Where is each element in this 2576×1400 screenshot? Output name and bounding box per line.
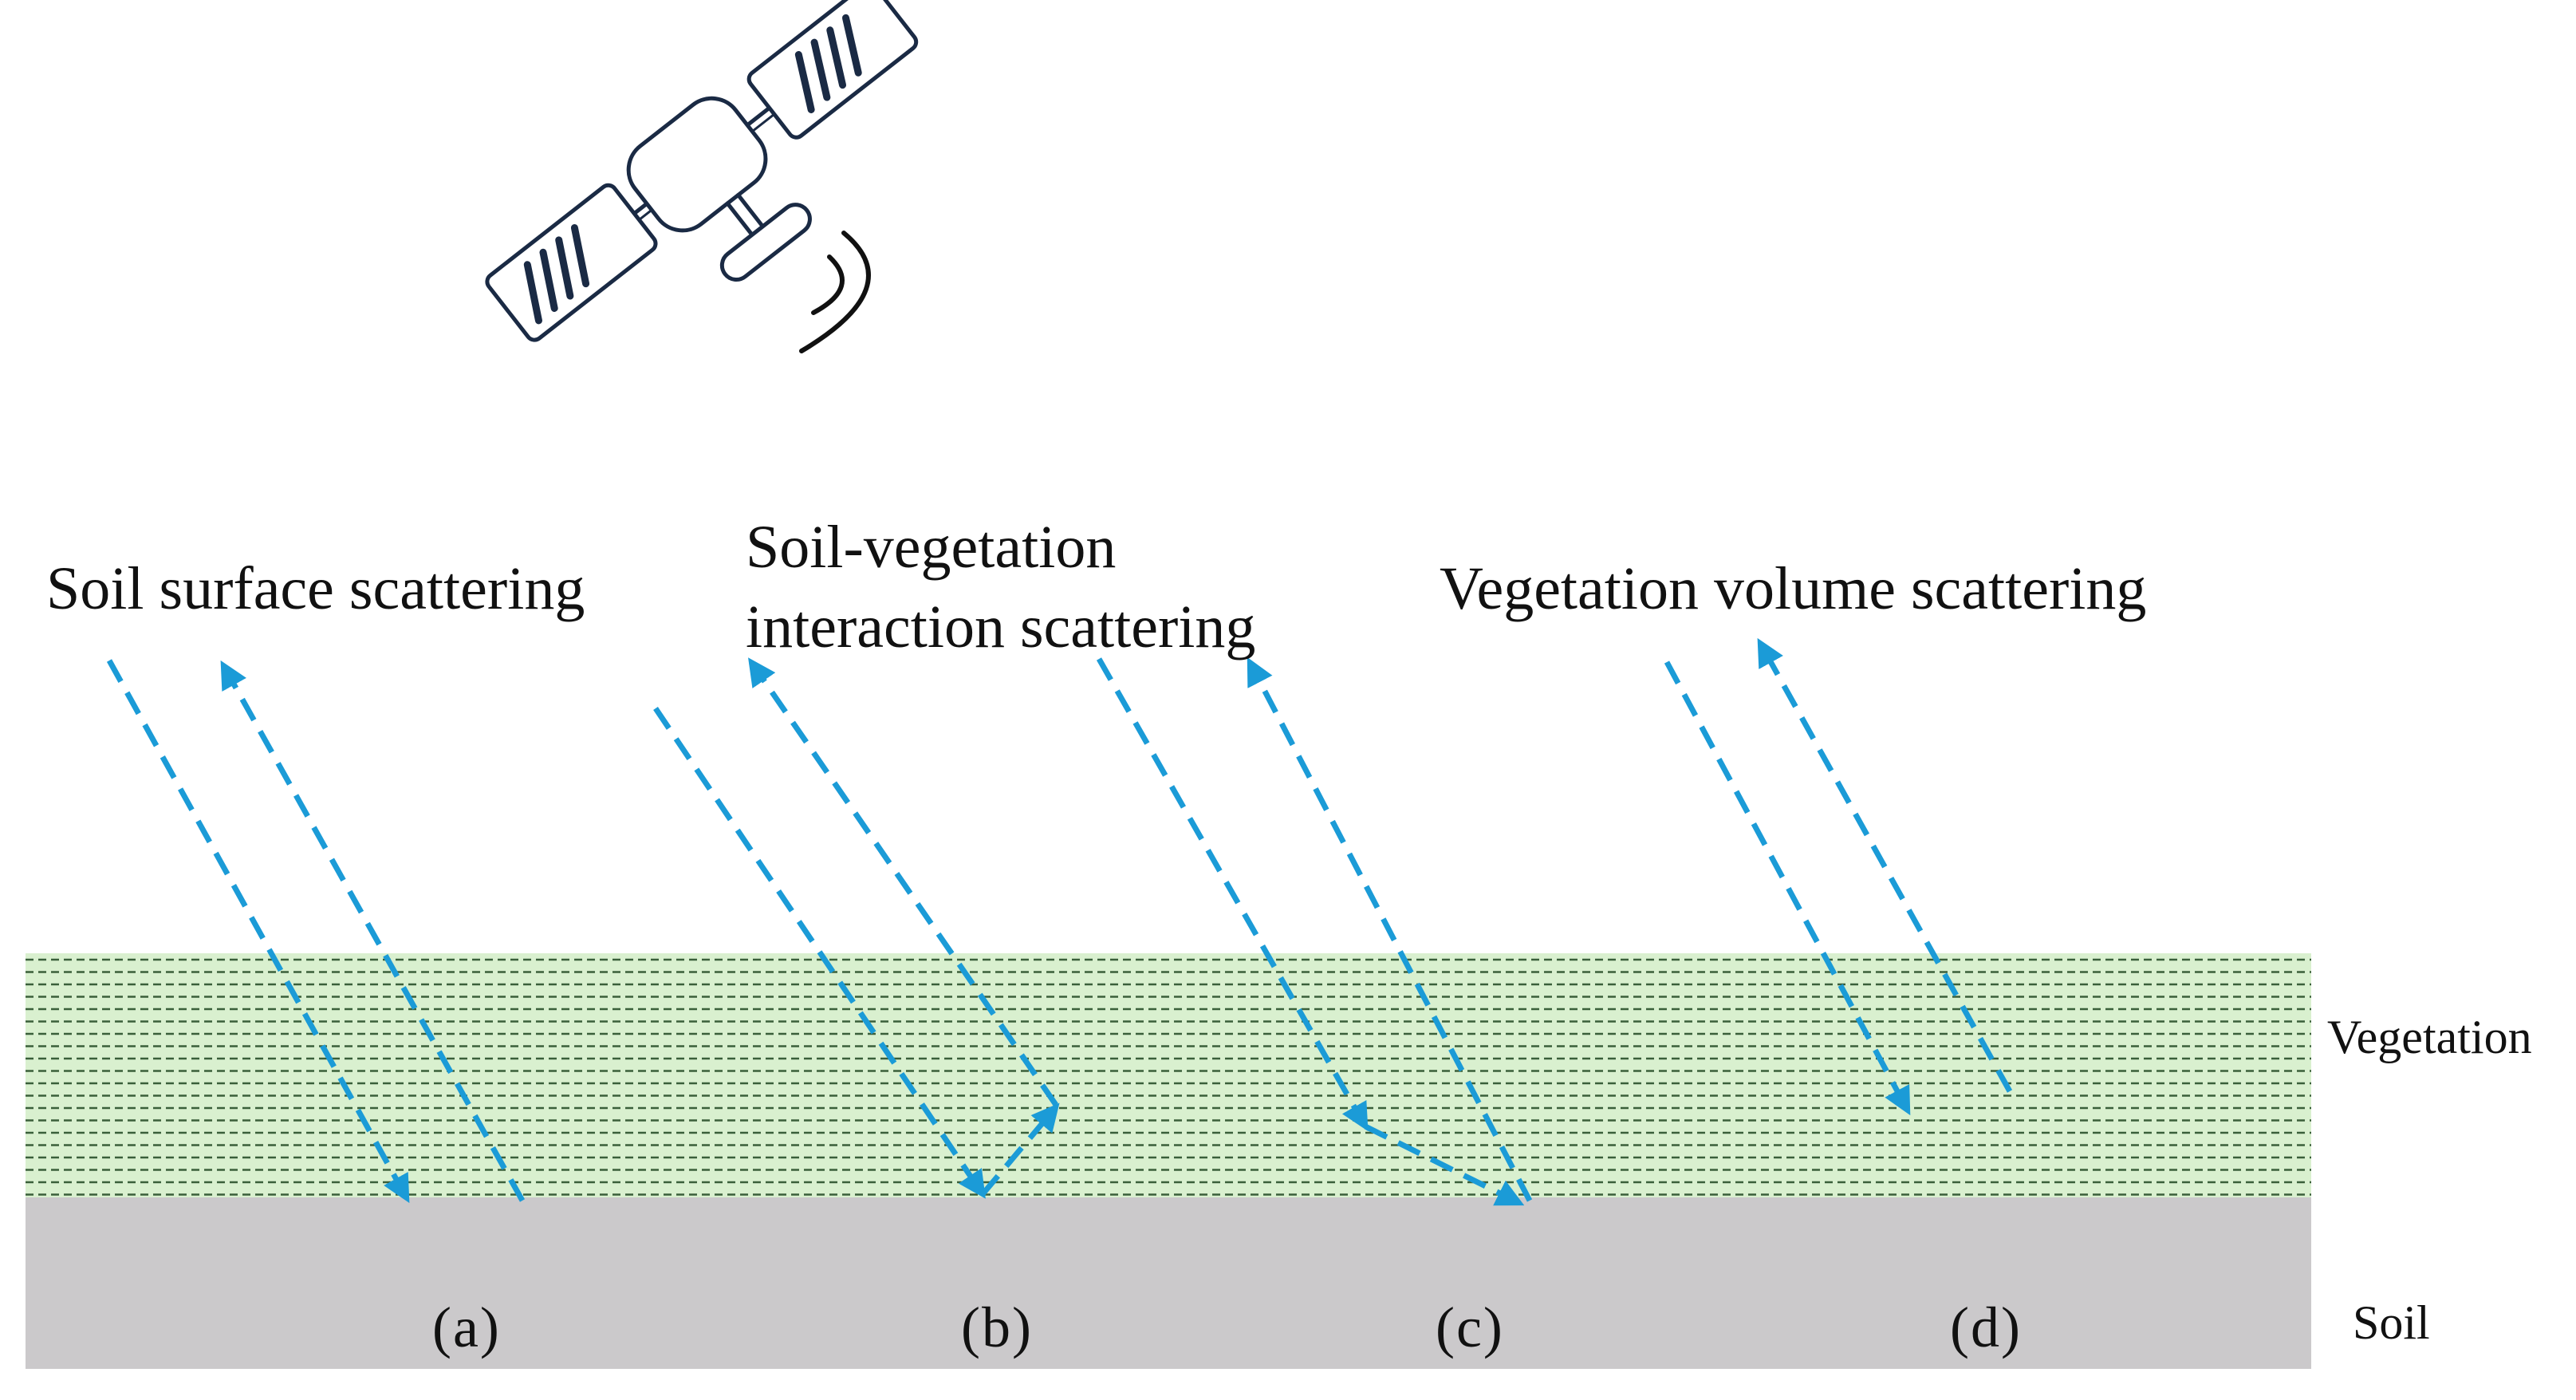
soil-layer (26, 1197, 2311, 1369)
vegetation-layer-label: Vegetation (2327, 1011, 2532, 1063)
soil-vegetation-label-line2: interaction scattering (746, 594, 1256, 661)
soil-surface-scattering-label: Soil surface scattering (46, 555, 585, 622)
reflected-arrow-c (1247, 657, 1533, 1202)
soil-bounce-arrow-b (980, 1102, 1060, 1197)
incident-arrow-d (1664, 661, 1911, 1116)
reflected-arrow-d (1757, 637, 2013, 1093)
canopy-bounce-arrow-c (1364, 1123, 1525, 1206)
vegetation-layer (26, 953, 2311, 1197)
reflected-arrow-b (748, 657, 1058, 1106)
soil-vegetation-label-line1: Soil-vegetation (746, 514, 1117, 581)
case-label-a: (a) (432, 1295, 501, 1359)
case-label-d: (d) (1950, 1295, 2022, 1359)
arrows-case-b (653, 657, 1060, 1199)
case-label-b: (b) (961, 1295, 1033, 1359)
incident-arrow-c (1096, 657, 1369, 1132)
signal-waves-icon (799, 231, 871, 353)
arrows-case-d (1664, 637, 2013, 1116)
incident-arrow-a (106, 659, 410, 1204)
soil-layer-label: Soil (2353, 1296, 2430, 1349)
incident-arrow-b (653, 707, 986, 1199)
case-label-c: (c) (1436, 1295, 1504, 1359)
arrows-case-c (1096, 657, 1533, 1206)
arrows-case-a (106, 659, 526, 1204)
satellite-icon (485, 0, 919, 342)
reflected-arrow-a (220, 660, 526, 1202)
vegetation-volume-scattering-label: Vegetation volume scattering (1440, 555, 2147, 622)
